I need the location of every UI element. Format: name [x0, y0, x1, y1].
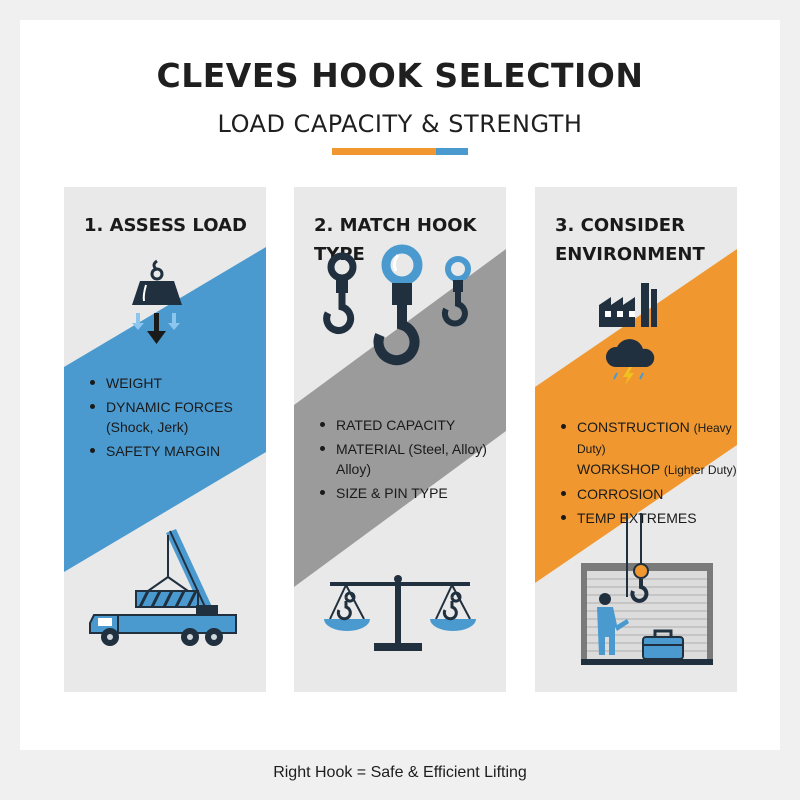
list-item-material: MATERIAL (Steel, Alloy) — [316, 439, 502, 459]
list-item-size-pin: SIZE & PIN TYPE — [316, 483, 502, 503]
hook-icon — [373, 244, 423, 366]
panel-title: 1. ASSESS LOAD — [84, 215, 247, 236]
list-item-note: (Shock, Jerk) — [106, 419, 189, 435]
factory-icon — [599, 283, 657, 327]
list-item-material-note: Alloy) — [336, 461, 372, 477]
panel-diagonal-band — [294, 249, 506, 587]
panel-title: 3. CONSIDER ENVIRONMENT — [555, 211, 729, 269]
down-arrow-icon — [132, 313, 180, 344]
panel-assess-load: 1. ASSESS LOAD WEIGHT DYNAMIC FORCES (Sh… — [64, 187, 266, 692]
worker-icon — [597, 593, 629, 655]
hook-icon — [441, 256, 471, 327]
list-item-workshop: WORKSHOP (Lighter Duty) — [557, 459, 737, 480]
balance-scale-icon — [324, 575, 476, 651]
panel-title-line-1: 3. CONSIDER — [555, 215, 685, 236]
list-item-label: WORKSHOP — [577, 461, 660, 477]
panel-consider-environment: 3. CONSIDER ENVIRONMENT CONSTRUCTION (He… — [535, 187, 737, 692]
environment-list: CONSTRUCTION (Heavy Duty) WORKSHOP (Ligh… — [557, 417, 737, 532]
list-item-note: (Heavy Duty) — [577, 421, 732, 456]
panel-title-line-2: ENVIRONMENT — [555, 244, 705, 265]
workshop-scene-icon — [581, 513, 713, 665]
assess-load-list: WEIGHT DYNAMIC FORCES (Shock, Jerk) SAFE… — [86, 373, 266, 465]
list-item-dynamic-forces: DYNAMIC FORCES — [86, 397, 266, 417]
crane-truck-icon — [89, 529, 237, 646]
footer-tagline: Right Hook = Safe & Efficient Lifting — [273, 764, 527, 781]
list-item-construction: CONSTRUCTION (Heavy Duty) — [557, 417, 737, 459]
hook-icon — [323, 252, 357, 334]
list-item-weight: WEIGHT — [86, 373, 266, 393]
list-item-dynamic-forces-note: (Shock, Jerk) — [86, 417, 266, 437]
panel-diagonal-band — [535, 249, 737, 583]
match-hook-list: RATED CAPACITY MATERIAL (Steel, Alloy) A… — [316, 415, 502, 507]
panel-match-hook-type: 2. MATCH HOOK TYPE RATED CAPACITY MATERI… — [294, 187, 506, 692]
storm-cloud-icon — [605, 339, 655, 385]
accent-bar-blue — [436, 148, 468, 155]
weight-icon — [132, 259, 182, 305]
page-title: CLEVES HOOK SELECTION — [156, 56, 644, 95]
list-item-note: (Lighter Duty) — [663, 463, 737, 477]
list-item-label: CONSTRUCTION — [577, 419, 690, 435]
toolbox-icon — [642, 629, 684, 660]
page-subtitle: LOAD CAPACITY & STRENGTH — [217, 110, 583, 138]
accent-bar-orange — [332, 148, 436, 155]
list-item-corrosion: CORROSION — [557, 484, 737, 504]
list-item-rated-capacity: RATED CAPACITY — [316, 415, 502, 435]
list-item-temp-extremes: TEMP EXTREMES — [557, 508, 737, 528]
panel-diagonal-band — [64, 247, 266, 572]
list-item-safety-margin: SAFETY MARGIN — [86, 441, 266, 461]
